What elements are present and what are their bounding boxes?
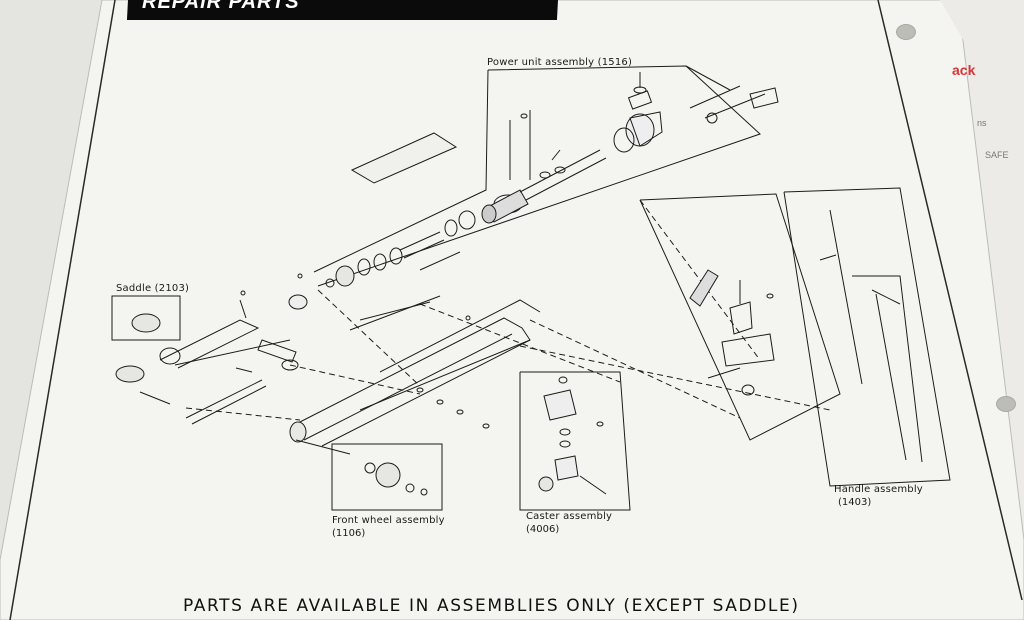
- caster-label: Caster assembly: [526, 511, 613, 522]
- edge-page-fragment: ns: [977, 118, 987, 128]
- power-unit-body: [325, 72, 779, 288]
- edge-page-fragment: ack: [952, 62, 976, 78]
- edge-page-fragment: SAFE: [985, 150, 1009, 160]
- power-unit-boundary: [313, 65, 761, 287]
- front-wheel-boundary: [331, 443, 443, 511]
- caster-code: (4006): [526, 524, 560, 535]
- front-wheel-label: Front wheel assembly: [332, 515, 445, 526]
- fasteners: [240, 113, 774, 429]
- handle-code: (1403): [838, 497, 872, 508]
- lift-arm: [115, 294, 308, 425]
- assembly-lines: [185, 199, 831, 421]
- handle-boundary: [783, 187, 951, 487]
- front-wheel-code: (1106): [332, 528, 366, 539]
- saddle-label: Saddle (2103): [116, 283, 190, 294]
- handle-label: Handle assembly: [834, 484, 923, 495]
- jack-frame: [289, 295, 541, 455]
- plate-part: [350, 132, 458, 184]
- binder-hole: [896, 24, 916, 40]
- pedal-assembly: [639, 193, 841, 441]
- caster-boundary: [519, 371, 631, 511]
- header-title: REPAIR PARTS: [142, 0, 300, 13]
- binder-hole: [996, 396, 1016, 412]
- power-unit-label: Power unit assembly (1516): [487, 57, 633, 68]
- footer-note: PARTS ARE AVAILABLE IN ASSEMBLIES ONLY (…: [183, 596, 800, 616]
- saddle-boundary: [111, 295, 181, 341]
